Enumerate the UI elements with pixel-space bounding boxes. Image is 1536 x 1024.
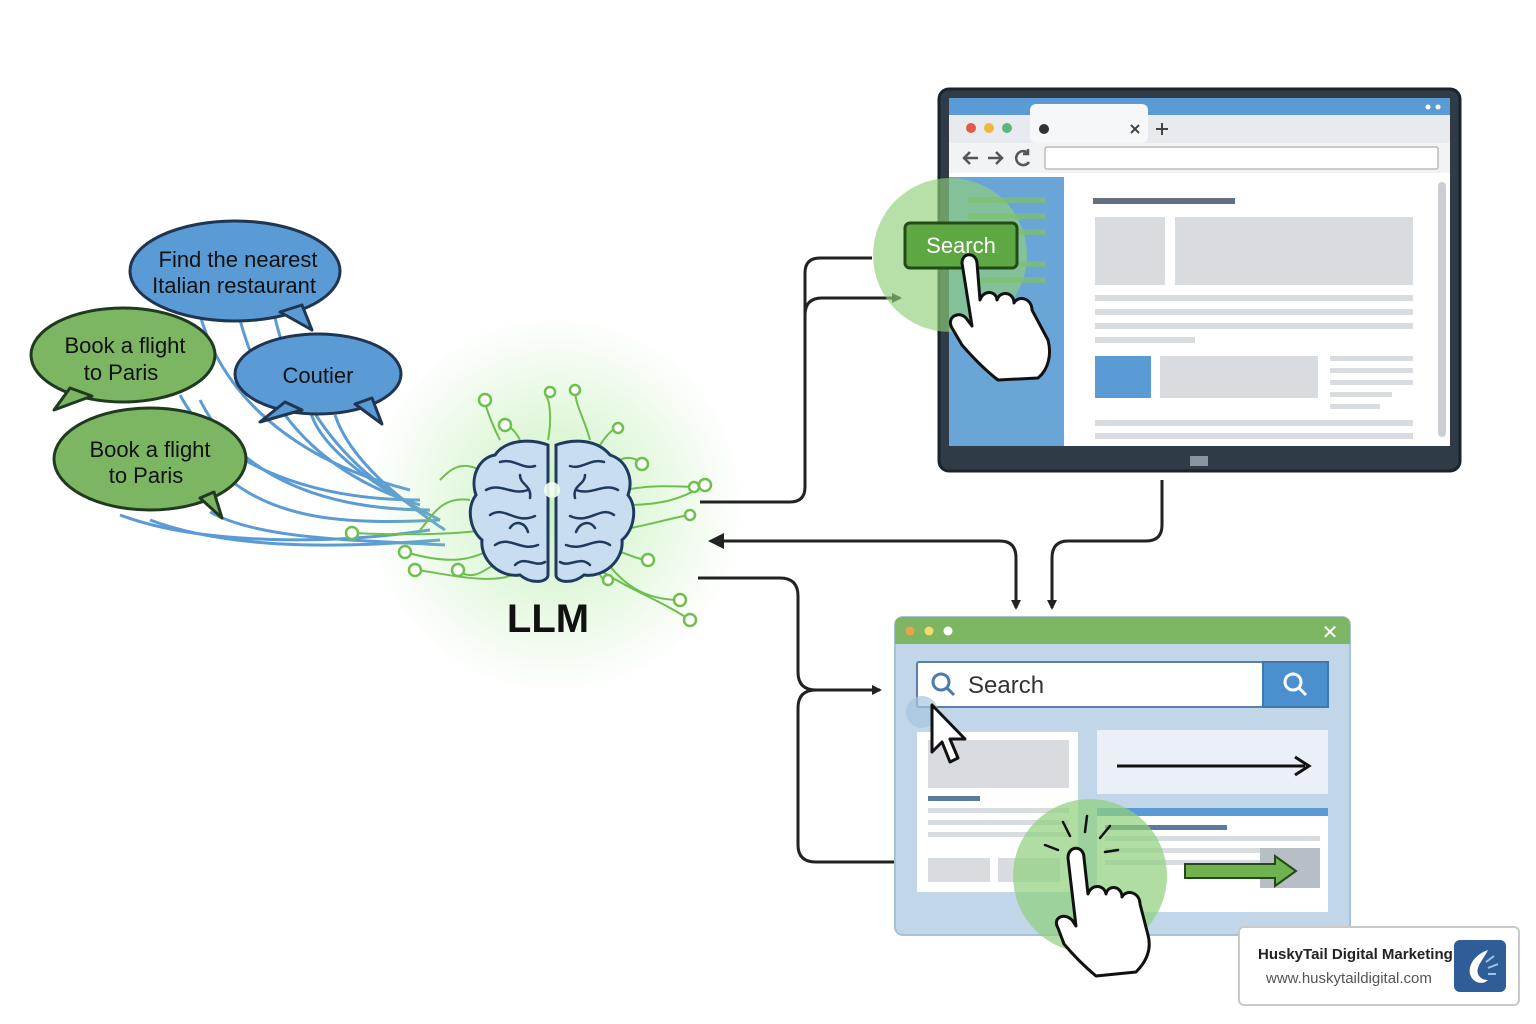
back-arrow-icon[interactable]	[962, 151, 978, 165]
bubble-book-flight-1: Book a flight to Paris	[29, 306, 217, 412]
browser-close-dot[interactable]	[966, 123, 976, 133]
tab-favicon-icon	[1039, 124, 1049, 134]
long-arrow	[1117, 755, 1312, 777]
search-icon	[931, 672, 956, 697]
bubble-book-flight-2-line1: Book a flight	[89, 437, 210, 462]
tab-close-icon[interactable]	[1130, 124, 1140, 134]
arrow-llm-to-app-left	[999, 539, 1021, 610]
brand-name: HuskyTail Digital Marketing	[1258, 946, 1453, 963]
bubble-book-flight-1-line2: to Paris	[84, 360, 159, 385]
bubble-book-flight-1-line1: Book a flight	[64, 333, 185, 358]
hand-pointer-icon	[949, 253, 1052, 382]
browser-minimize-dot[interactable]	[984, 123, 994, 133]
bubble-find-restaurant-line2: Italian restaurant	[152, 273, 316, 298]
app-close-dot[interactable]	[905, 626, 915, 636]
app-search-button[interactable]	[1262, 661, 1329, 708]
arrow-llm-to-browser-top	[700, 256, 872, 504]
bubble-coutier: Coutier	[233, 332, 403, 426]
app-minimize-dot[interactable]	[924, 626, 934, 636]
brand-url[interactable]: www.huskytaildigital.com	[1266, 970, 1432, 987]
bubble-coutier-text: Coutier	[283, 363, 354, 388]
arrow-llm-to-browser-search	[803, 293, 902, 316]
brain-icon	[468, 439, 636, 583]
arrow-monitor-to-app	[1047, 480, 1164, 610]
brand-box: HuskyTail Digital Marketing www.huskytai…	[1238, 926, 1520, 1006]
green-arrow-icon	[1184, 854, 1298, 888]
app-close-icon[interactable]: ✕	[1322, 620, 1339, 644]
app-search-placeholder: Search	[968, 672, 1044, 699]
neural-nodes	[344, 383, 713, 628]
connector-arrows	[698, 256, 1164, 867]
browser-maximize-dot[interactable]	[1002, 123, 1012, 133]
bubble-book-flight-2-line2: to Paris	[109, 463, 184, 488]
bubble-book-flight-2: Book a flight to Paris	[52, 406, 248, 520]
bubble-find-restaurant: Find the nearest Italian restaurant	[128, 219, 342, 332]
mouse-cursor-icon	[906, 696, 967, 764]
search-button-icon	[1283, 672, 1308, 697]
forward-arrow-icon[interactable]	[988, 151, 1004, 165]
llm-label: LLM	[507, 597, 589, 641]
new-tab-icon[interactable]	[1156, 123, 1168, 135]
click-hand-icon	[1055, 846, 1151, 978]
app-maximize-dot[interactable]	[943, 626, 953, 636]
browser-search-button[interactable]: Search	[903, 221, 1019, 270]
logo-icon	[1454, 940, 1506, 992]
address-bar[interactable]	[1044, 146, 1439, 170]
bubble-find-restaurant-line1: Find the nearest	[159, 247, 318, 272]
browser-search-button-label: Search	[926, 233, 996, 258]
browser-scrollbar[interactable]	[1438, 182, 1446, 437]
arrow-llm-to-app-click	[796, 688, 1026, 867]
reload-icon[interactable]	[1014, 149, 1031, 167]
arrow-llm-to-app-search	[698, 576, 882, 695]
